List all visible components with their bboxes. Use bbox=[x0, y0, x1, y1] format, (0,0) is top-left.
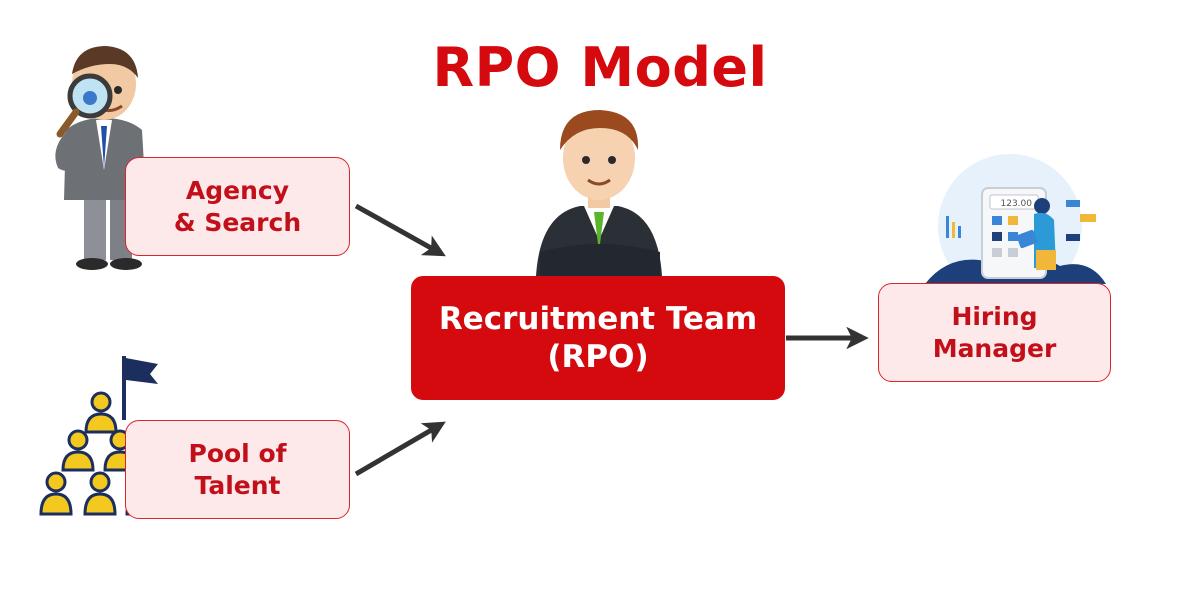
arrow-agency-to-rpo bbox=[354, 203, 446, 257]
diagram-title: RPO Model bbox=[432, 36, 768, 99]
node-hiring-manager: Hiring Manager bbox=[878, 283, 1111, 382]
calculator-display: 123.00 bbox=[1001, 199, 1033, 209]
node-hiring-manager-label: Hiring Manager bbox=[932, 301, 1057, 363]
node-pool-of-talent: Pool of Talent bbox=[125, 420, 350, 519]
recruiter-crossed-arms-icon bbox=[536, 110, 662, 276]
node-pool-of-talent-label: Pool of Talent bbox=[188, 438, 287, 500]
calculator-analyst-icon: 123.00 bbox=[925, 154, 1106, 298]
node-recruitment-team: Recruitment Team (RPO) bbox=[411, 276, 785, 400]
node-agency-search: Agency & Search bbox=[125, 157, 350, 256]
node-recruitment-team-label: Recruitment Team (RPO) bbox=[438, 301, 758, 375]
node-agency-search-label: Agency & Search bbox=[173, 175, 302, 237]
arrow-pool-to-rpo bbox=[354, 421, 446, 477]
